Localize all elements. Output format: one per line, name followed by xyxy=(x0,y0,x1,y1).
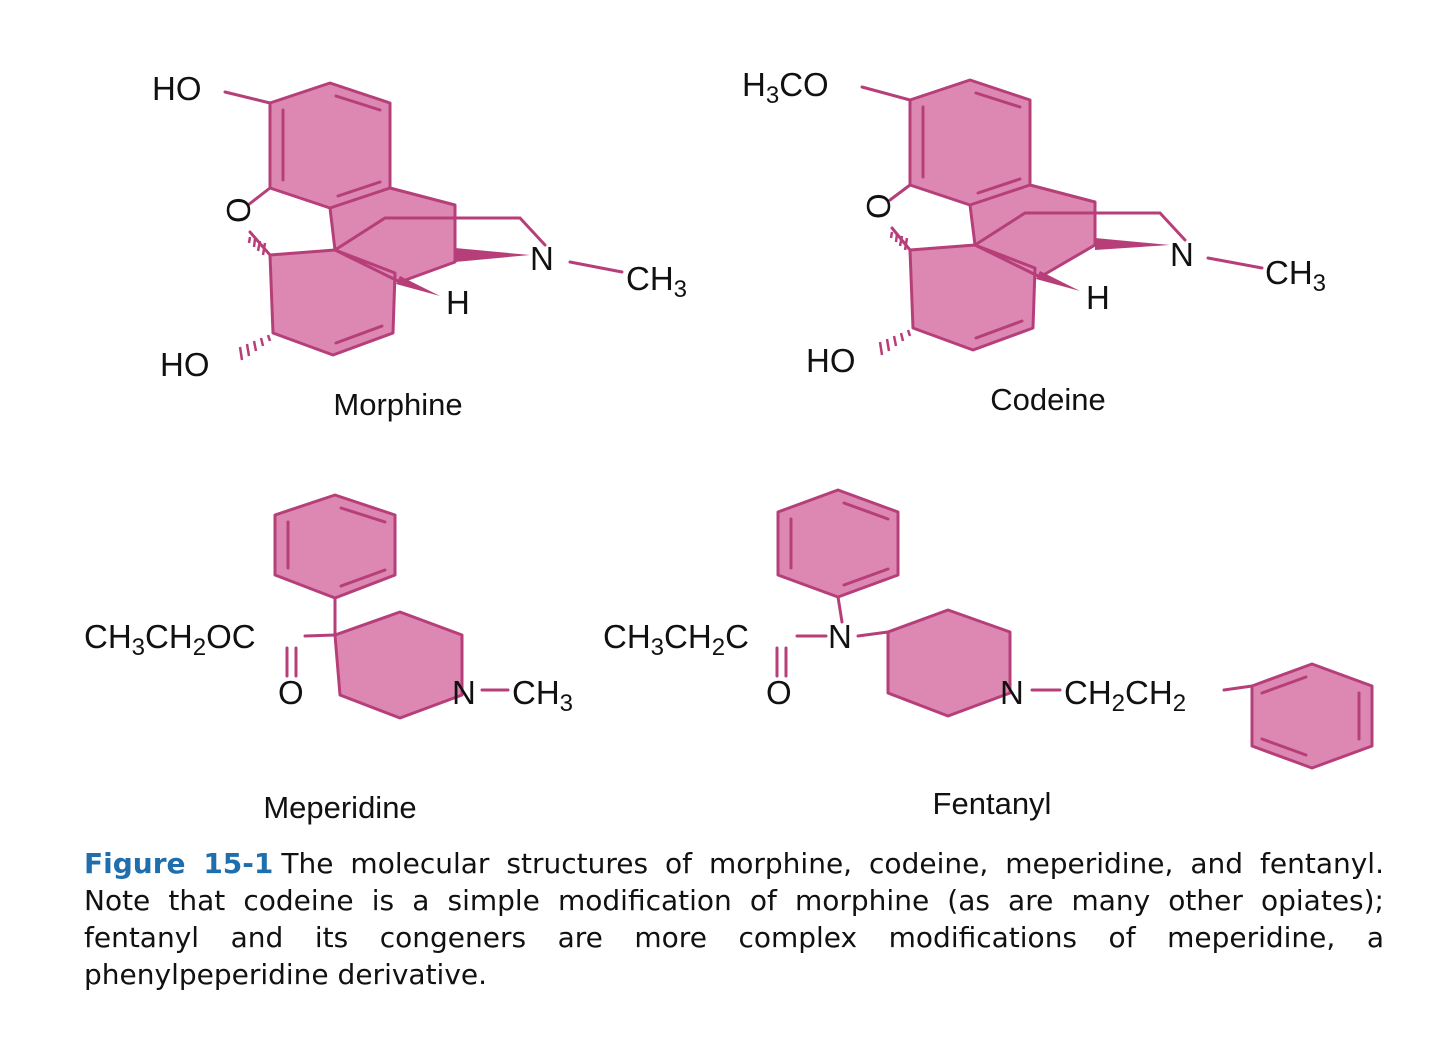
codeine-hash-o xyxy=(889,231,909,251)
fentanyl-bonds xyxy=(775,595,1254,692)
caption-text: The molecular structures of morphine, co… xyxy=(84,847,1384,991)
codeine-ho-bottom-label: HO xyxy=(806,342,856,379)
morphine-ho-top-label: HO xyxy=(152,70,202,107)
meperidine-structure: CH3CH2OC O N CH3 Meperidine xyxy=(84,493,573,825)
fentanyl-pip-n-label: N xyxy=(1000,674,1024,711)
morphine-o-label: O xyxy=(220,197,257,223)
meperidine-name-label: Meperidine xyxy=(263,790,416,825)
morphine-hash-o xyxy=(247,236,267,256)
meperidine-carbonyl-o-label: O xyxy=(278,674,304,711)
fentanyl-phenyl-top-inner-bonds xyxy=(789,501,890,587)
morphine-wedge-n xyxy=(455,248,530,262)
fentanyl-carbonyl-o-label: O xyxy=(766,674,792,711)
morphine-n-label: N xyxy=(530,240,554,277)
codeine-n-label: N xyxy=(1170,236,1194,273)
codeine-inner-bonds xyxy=(921,91,1024,340)
morphine-name-label: Morphine xyxy=(333,387,462,422)
codeine-wedge-n xyxy=(1095,238,1170,250)
codeine-ch3-label: CH3 xyxy=(1265,254,1326,297)
morphine-h-label: H xyxy=(446,284,470,321)
codeine-o-label: O xyxy=(860,193,897,219)
fentanyl-name-label: Fentanyl xyxy=(933,786,1052,821)
meperidine-bonds xyxy=(285,596,510,692)
fentanyl-piperidine-ring xyxy=(886,608,1012,718)
figure-number-label: Figure 15-1 xyxy=(84,847,274,880)
fentanyl-phenyl-ring-right xyxy=(1250,662,1374,770)
fentanyl-acyl-label: CH3CH2C xyxy=(603,618,749,661)
meperidine-piperidine-ring xyxy=(333,610,464,720)
codeine-wedge-h xyxy=(1036,271,1080,291)
codeine-rings xyxy=(908,78,1097,352)
meperidine-n-label: N xyxy=(452,674,476,711)
codeine-h-label: H xyxy=(1086,279,1110,316)
meperidine-benzene-inner-bonds xyxy=(286,506,387,588)
codeine-h3co-label: H3CO xyxy=(742,66,829,109)
morphine-hash-ho xyxy=(238,334,272,361)
morphine-ho-bottom-label: HO xyxy=(160,346,210,383)
codeine-bonds xyxy=(860,85,1264,270)
morphine-ch3-label: CH3 xyxy=(626,260,687,303)
fentanyl-linker-label: CH2CH2 xyxy=(1064,674,1186,717)
codeine-name-label: Codeine xyxy=(990,382,1105,417)
molecular-structures-diagram: HO O HO N CH3 H Morphine xyxy=(84,66,1374,825)
morphine-bonds xyxy=(223,90,624,274)
codeine-structure: H3CO O HO N CH3 H Codeine xyxy=(742,66,1326,417)
morphine-inner-bonds xyxy=(281,94,384,345)
fentanyl-structure: CH3CH2C N O N CH2CH2 Fentanyl xyxy=(603,488,1374,821)
codeine-hash-ho xyxy=(878,329,912,356)
morphine-wedge-h xyxy=(396,276,440,296)
fentanyl-phenyl-right-inner-bonds xyxy=(1260,675,1361,757)
fentanyl-phenyl-ring-top xyxy=(776,488,900,599)
meperidine-benzene-ring xyxy=(273,493,397,600)
fentanyl-amide-n-label: N xyxy=(828,618,852,655)
meperidine-ch3-label: CH3 xyxy=(512,674,573,717)
morphine-structure: HO O HO N CH3 H Morphine xyxy=(152,70,687,422)
meperidine-ester-label: CH3CH2OC xyxy=(84,618,256,661)
